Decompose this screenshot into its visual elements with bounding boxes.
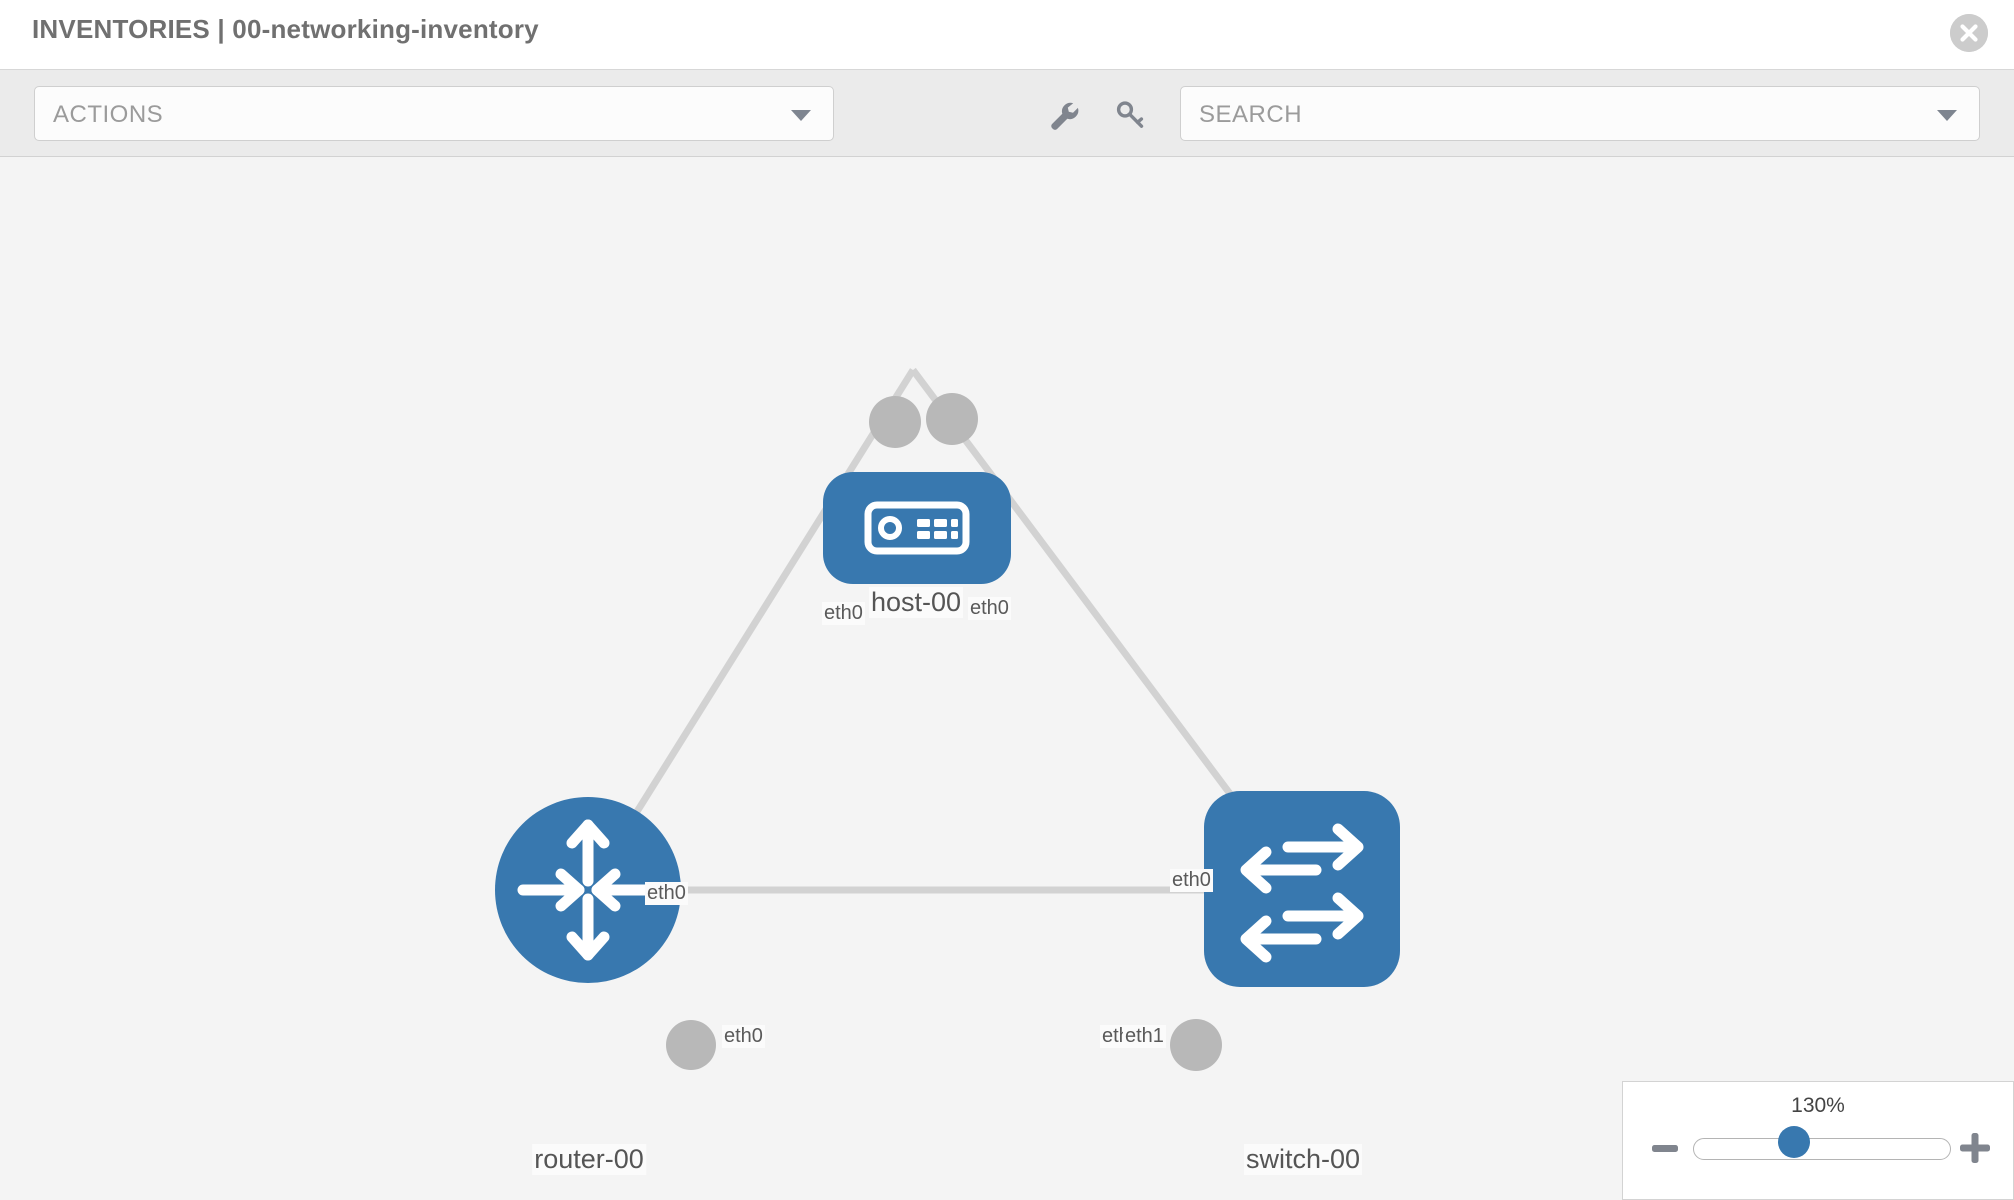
edge-label-host00-eth0-right: eth0: [968, 597, 1011, 620]
edge-label-switch00-eth1: eth1: [1123, 1025, 1166, 1048]
router-arrows-icon: [517, 819, 659, 961]
edge-label-switch00-uplink-eth0: eth0: [1170, 869, 1213, 892]
search-placeholder: SEARCH: [1199, 101, 1303, 128]
actions-dropdown[interactable]: ACTIONS: [34, 86, 834, 141]
zoom-slider-thumb[interactable]: [1778, 1126, 1810, 1158]
connector-host00-eth0-left[interactable]: [869, 396, 921, 448]
chevron-down-icon[interactable]: [1937, 110, 1957, 121]
switch-arrows-icon: [1240, 823, 1364, 963]
node-host-00[interactable]: [823, 472, 1011, 584]
node-switch-00[interactable]: [1204, 791, 1400, 987]
actions-dropdown-label: ACTIONS: [53, 101, 164, 128]
plus-icon[interactable]: [1959, 1132, 1991, 1164]
edge-label-host00-eth0-left: eth0: [822, 602, 865, 625]
edge-label-router00-uplink-eth0: eth0: [645, 882, 688, 905]
search-input[interactable]: SEARCH: [1180, 86, 1980, 141]
key-icon[interactable]: [1112, 97, 1148, 133]
connector-router00-eth0[interactable]: [666, 1020, 716, 1070]
server-icon: [864, 501, 970, 555]
page-title: INVENTORIES | 00-networking-inventory: [32, 14, 539, 44]
node-label-switch-00: switch-00: [1243, 1144, 1363, 1175]
topology-canvas[interactable]: eth0 eth0 eth0 eth0 eth0 eth0 eth1 host-…: [0, 157, 2014, 1200]
page-header: INVENTORIES | 00-networking-inventory: [0, 0, 2014, 70]
minus-icon[interactable]: [1651, 1135, 1679, 1163]
chevron-down-icon: [791, 110, 811, 121]
connector-switch00-eth1[interactable]: [1170, 1019, 1222, 1071]
zoom-control-panel: 130%: [1622, 1081, 2014, 1200]
topology-graph: [495, 367, 1400, 1071]
node-label-host-00: host-00: [868, 587, 964, 618]
wrench-icon[interactable]: [1046, 97, 1082, 133]
toolbar: ACTIONS SEARCH: [0, 70, 2014, 157]
zoom-slider-track[interactable]: [1693, 1138, 1951, 1160]
connector-host00-eth0-right[interactable]: [926, 393, 978, 445]
topology-links: [585, 367, 1305, 894]
link-host00-router00[interactable]: [585, 368, 916, 892]
node-router-00[interactable]: [495, 797, 681, 983]
close-icon[interactable]: [1950, 14, 1988, 52]
edge-label-router00-eth0: eth0: [722, 1025, 765, 1048]
zoom-level-value: 130%: [1791, 1094, 1845, 1117]
node-label-router-00: router-00: [532, 1144, 646, 1175]
